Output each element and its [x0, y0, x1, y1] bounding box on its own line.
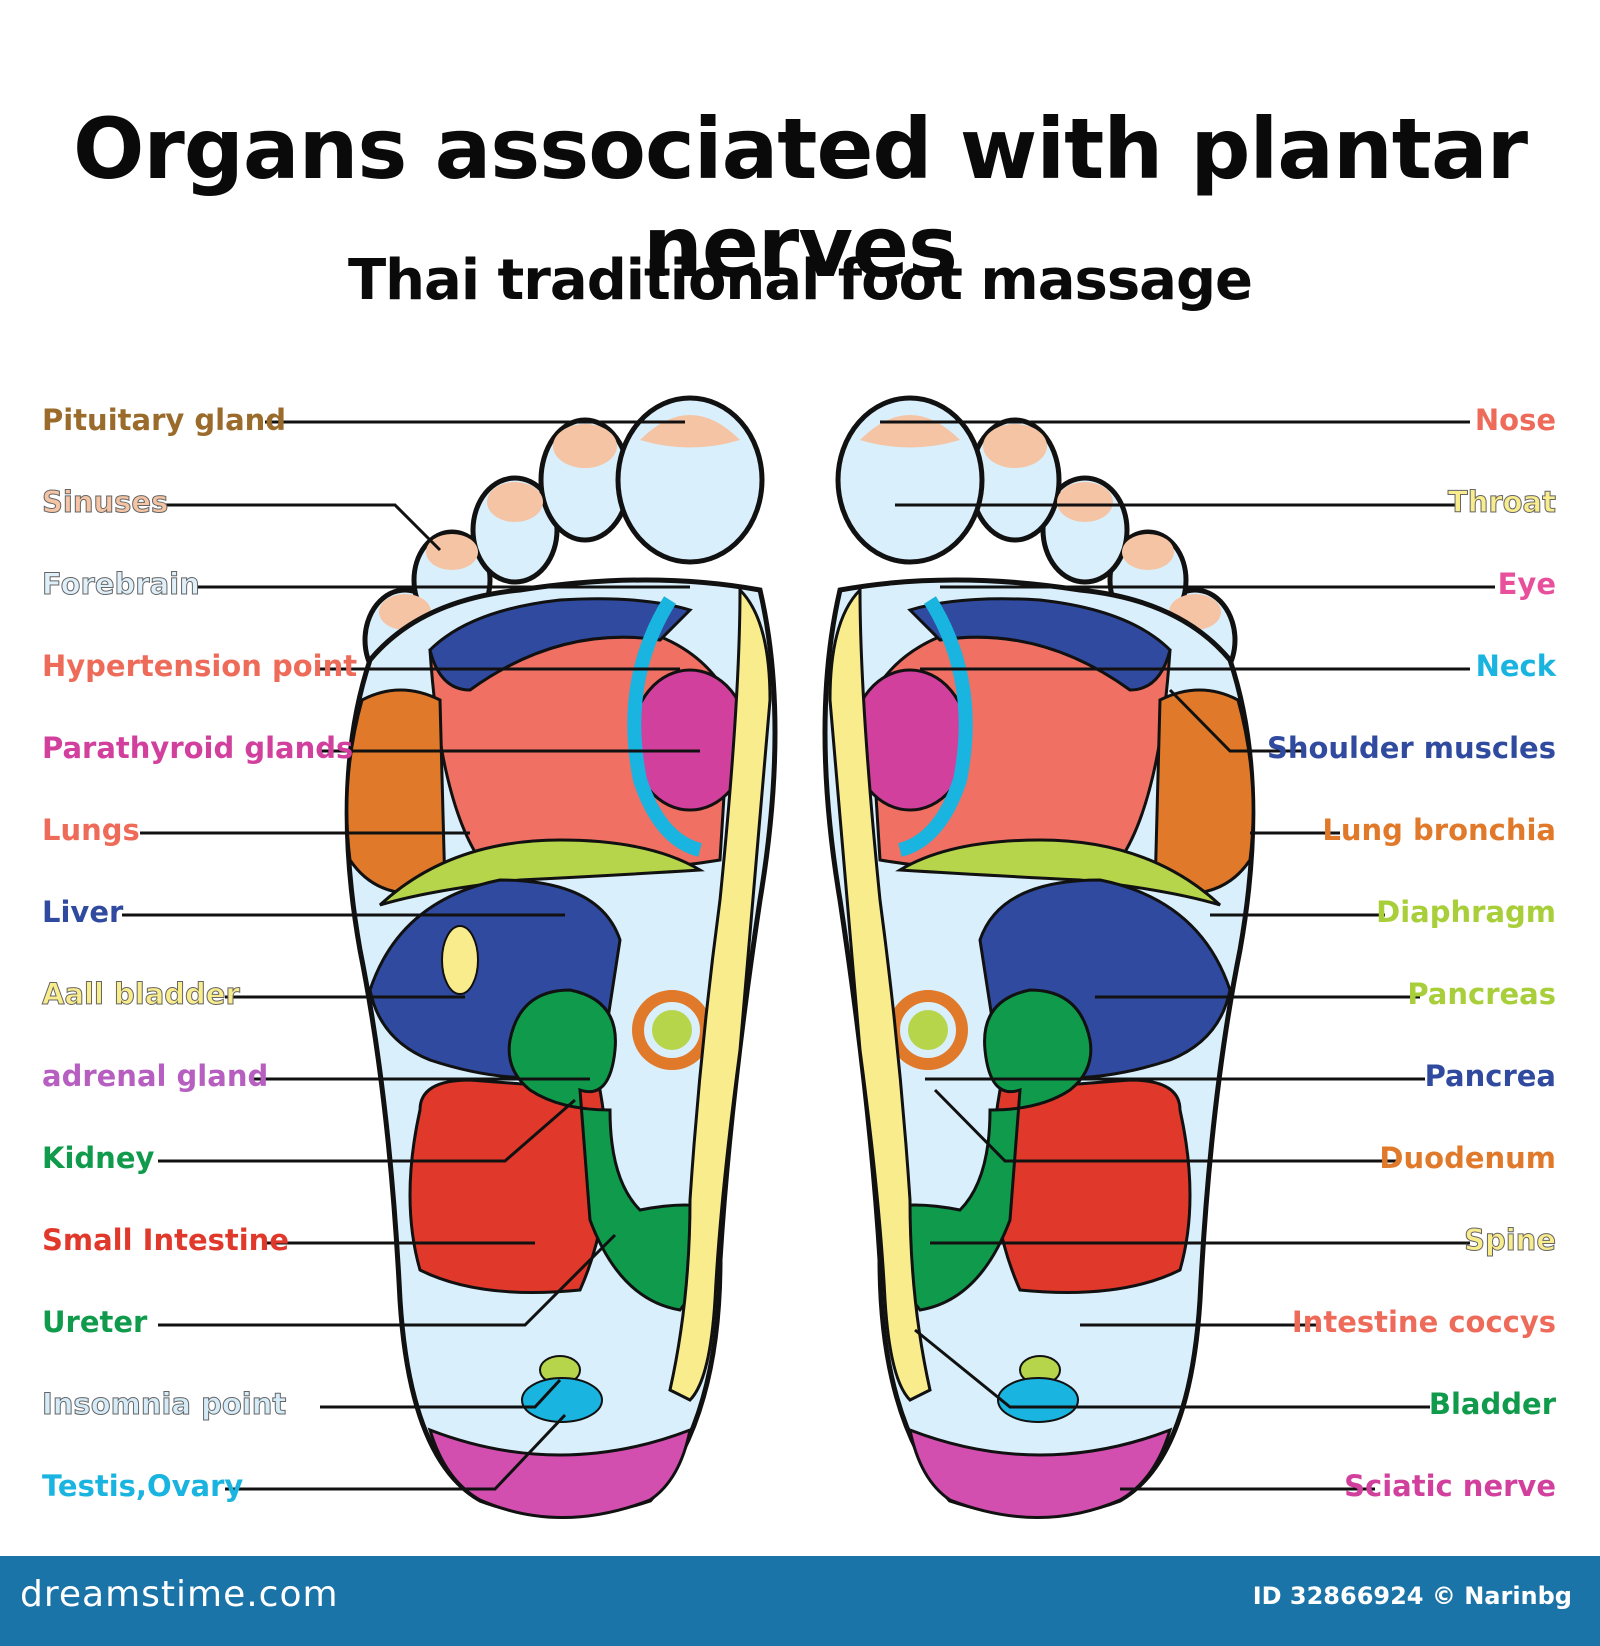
- left-shoulder-zone: [345, 688, 447, 896]
- left-testis-ovary: [521, 1377, 603, 1423]
- image-credit: ID 32866924 © Narinbg: [1252, 1582, 1572, 1610]
- label-diaphragm: Diaphragm: [1376, 895, 1556, 929]
- label-ureter: Ureter: [42, 1305, 148, 1339]
- label-spine: Spine: [1464, 1223, 1557, 1258]
- label-small-intestine: Small Intestine: [42, 1223, 289, 1257]
- left-foot: [344, 395, 778, 1519]
- label-aall-bladder: Aall bladder: [42, 977, 241, 1012]
- label-neck: Neck: [1475, 649, 1556, 683]
- label-pancreas: Pancreas: [1407, 977, 1556, 1011]
- left-leader-lines: [122, 420, 700, 1491]
- label-throat: Throat: [1447, 485, 1556, 520]
- diagram-title: Organs associated with plantar nerves: [72, 100, 1528, 296]
- label-pituitary-gland: Pituitary gland: [42, 403, 287, 437]
- left-forebrain-band: [428, 597, 693, 692]
- left-fourth-toe-tip: [426, 534, 478, 570]
- label-duodenum: Duodenum: [1379, 1141, 1556, 1175]
- leader-testis-ovary: [225, 1413, 567, 1491]
- label-testis-ovary: Testis,Ovary: [42, 1469, 244, 1503]
- label-intestine-coccys: Intestine coccys: [1291, 1305, 1556, 1339]
- left-small-intestine: [408, 1078, 609, 1294]
- label-kidney: Kidney: [42, 1141, 155, 1175]
- diagram-subtitle: Thai traditional foot massage: [347, 248, 1253, 313]
- leader-shoulder-muscles: [1168, 688, 1305, 753]
- leader-duodenum: [933, 1088, 1400, 1163]
- left-sciatic-band: [427, 1427, 693, 1519]
- left-second-toe-tip: [553, 424, 617, 468]
- left-pancreas: [652, 1010, 692, 1050]
- feet-diagram: [122, 395, 1495, 1519]
- label-sinuses: Sinuses: [41, 485, 169, 520]
- label-hypertension-point: Hypertension point: [42, 649, 358, 683]
- left-spine: [668, 586, 772, 1402]
- label-shoulder-muscles: Shoulder muscles: [1266, 731, 1556, 765]
- label-liver: Liver: [42, 895, 124, 929]
- label-insomnia-point: Insomnia point: [41, 1387, 287, 1422]
- right-leader-lines: [880, 420, 1495, 1491]
- label-parathyroid-glands: Parathyroid glands: [42, 731, 354, 765]
- brand-logo: dreamstime.com: [20, 1574, 339, 1615]
- label-sciatic-nerve: Sciatic nerve: [1344, 1469, 1556, 1503]
- leader-sinuses: [157, 503, 442, 552]
- leader-ureter: [158, 1233, 617, 1327]
- label-lung-bronchia: Lung bronchia: [1322, 813, 1556, 847]
- right-foot: [822, 395, 1256, 1519]
- label-pancrea: Pancrea: [1424, 1059, 1556, 1093]
- footer-bar: dreamstime.com ID 32866924 © Narinbg: [0, 1556, 1600, 1646]
- label-nose: Nose: [1474, 403, 1556, 437]
- left-third-toe-tip: [487, 482, 543, 522]
- label-bladder: Bladder: [1428, 1387, 1556, 1421]
- left-neck-path: [627, 596, 703, 857]
- leader-kidney: [158, 1098, 576, 1163]
- label-eye: Eye: [1497, 567, 1556, 601]
- label-forebrain: Forebrain: [42, 567, 201, 602]
- label-adrenal-gland: adrenal gland: [42, 1059, 269, 1093]
- left-gallbladder: [441, 925, 479, 995]
- leader-bladder: [914, 1328, 1430, 1409]
- leader-insomnia-point: [320, 1378, 562, 1409]
- label-lungs: Lungs: [42, 813, 140, 847]
